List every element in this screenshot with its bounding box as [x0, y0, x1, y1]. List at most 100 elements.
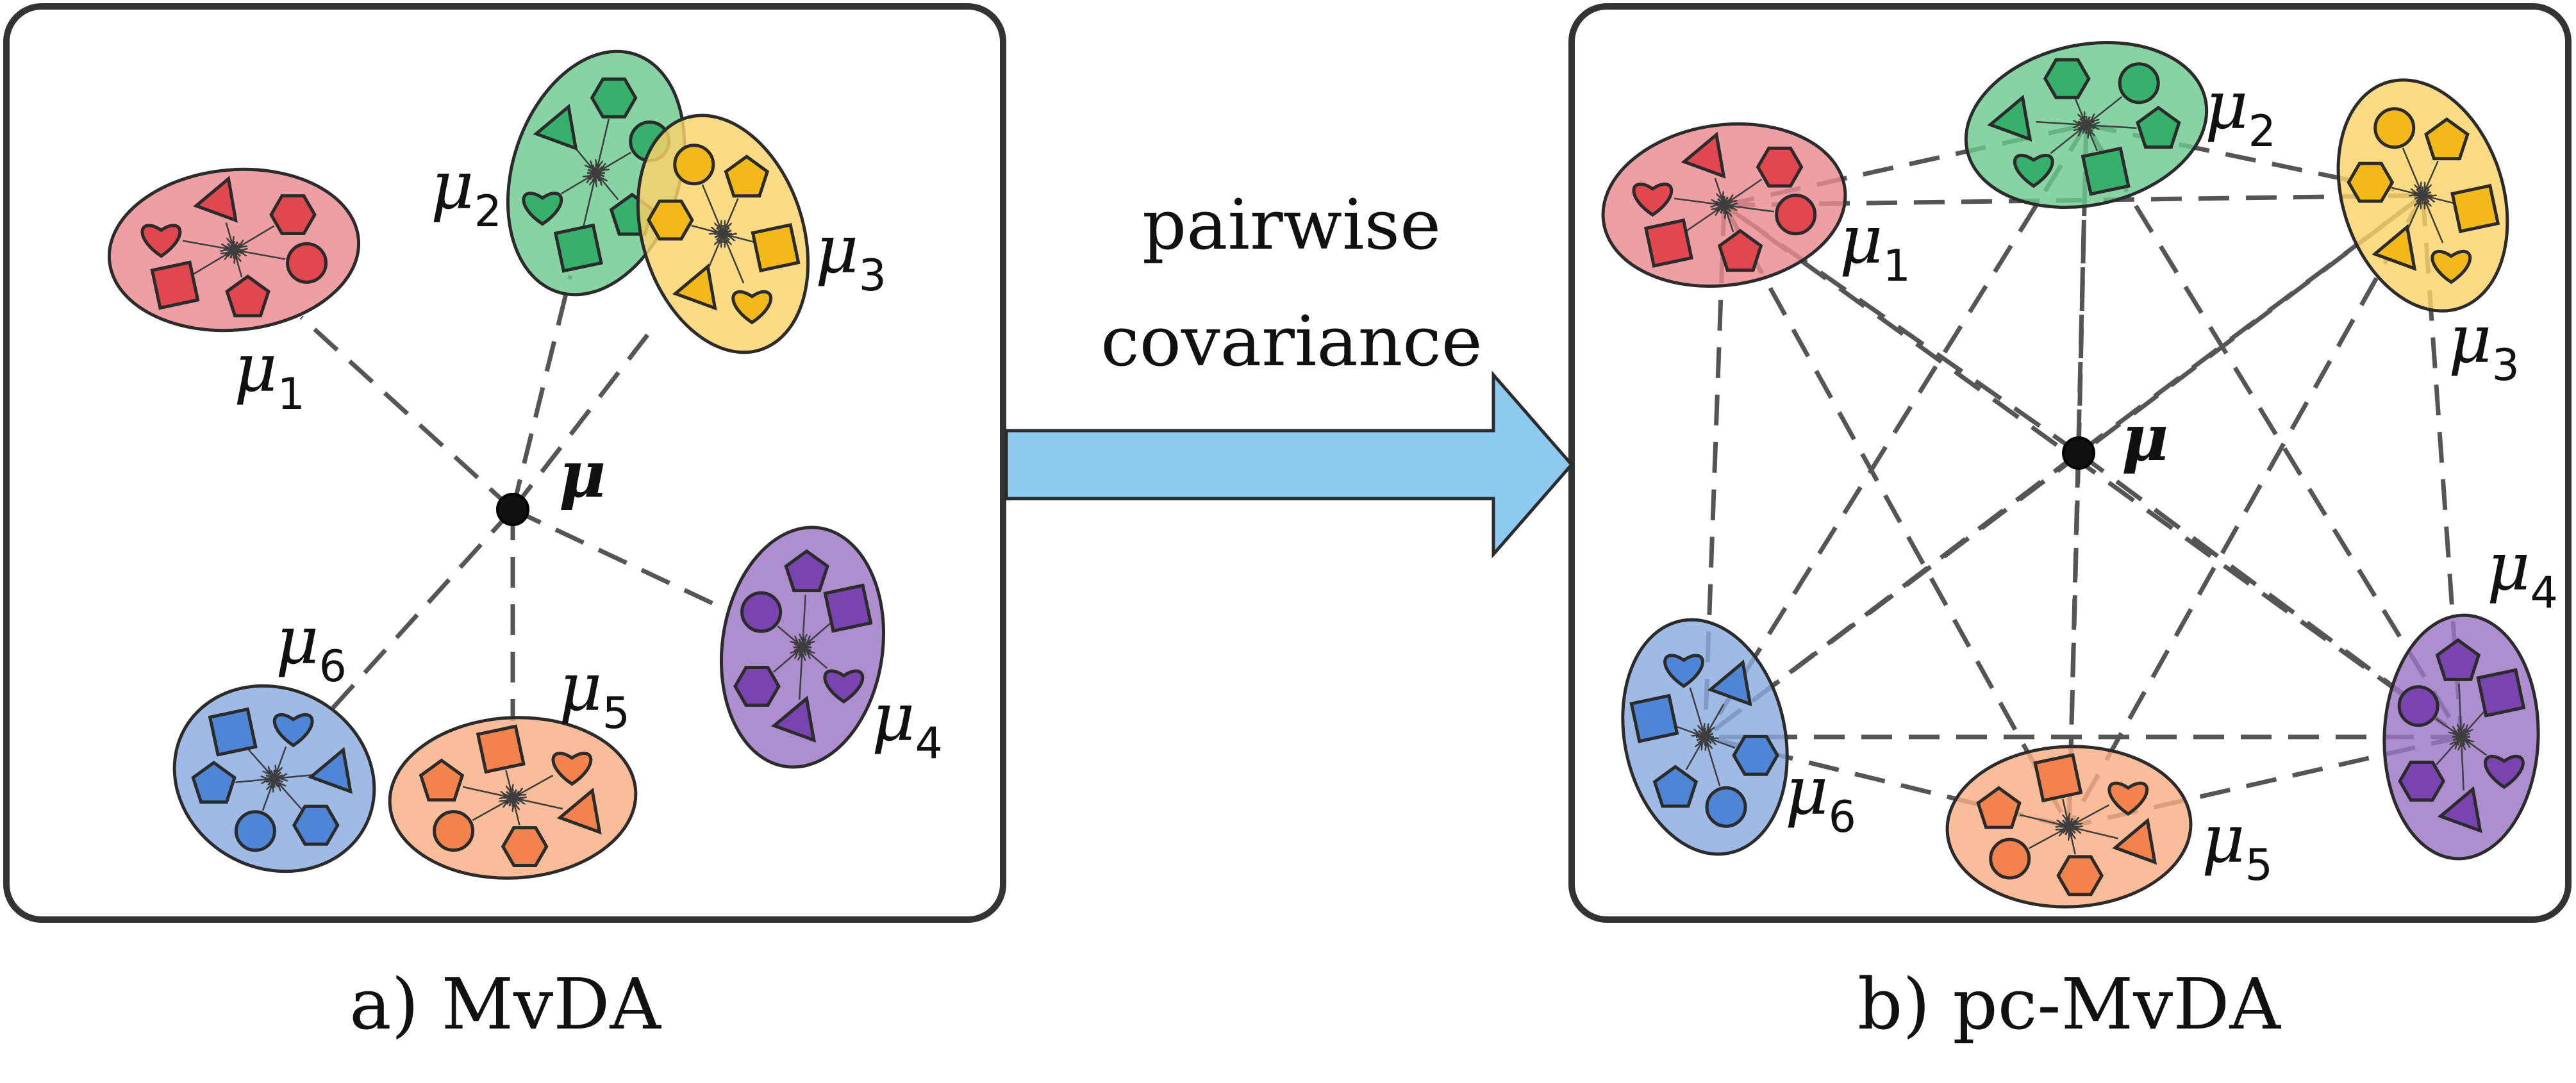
- sample-to-mean-arrow: [182, 240, 228, 249]
- square-sample: [823, 583, 873, 633]
- pentagon-sample: [1652, 765, 1699, 808]
- sample-to-mean-arrow: [2050, 129, 2081, 154]
- sample-to-mean-arrow: [519, 774, 554, 795]
- triangle-sample: [672, 263, 717, 311]
- sample-to-mean-arrow: [235, 779, 268, 782]
- sample-to-mean-arrow: [2074, 98, 2084, 119]
- panel-a-mu-label-3: μ3: [815, 210, 886, 301]
- hexagon-sample: [501, 826, 549, 867]
- circle-sample: [1705, 786, 1747, 828]
- square-sample: [2476, 668, 2526, 718]
- sample-to-mean-arrow: [707, 240, 721, 270]
- sample-to-mean-arrow: [2093, 126, 2137, 128]
- panel-b-caption: b) pc-MvDA: [1857, 963, 2281, 1045]
- triangle-sample: [308, 747, 353, 794]
- sample-to-mean-arrow: [2091, 95, 2123, 121]
- sample-to-mean-arrow: [281, 775, 313, 778]
- heart-sample: [551, 751, 593, 786]
- sample-to-mean-arrow: [2062, 798, 2068, 820]
- sample-to-mean-arrow: [2089, 131, 2098, 152]
- hexagon-sample: [269, 194, 317, 235]
- sample-to-mean-arrow: [808, 652, 828, 669]
- pentagon-sample: [724, 154, 770, 198]
- circle-sample: [740, 591, 783, 633]
- local-mean-mark: [225, 245, 243, 254]
- sample-to-mean-arrow: [519, 799, 563, 810]
- pentagon-sample: [225, 274, 270, 318]
- arrow-label-line1: pairwise: [1142, 185, 1441, 265]
- panel-a-mu-subscript-2: 2: [474, 186, 502, 237]
- hexagon-sample: [733, 666, 781, 707]
- heart-sample: [2013, 153, 2054, 188]
- transform-arrow: [1004, 370, 1574, 559]
- heart-sample: [140, 224, 182, 258]
- sample-to-mean-arrow: [2391, 186, 2416, 194]
- pentagon-sample: [191, 761, 237, 804]
- square-sample: [208, 707, 258, 757]
- panel-b-cluster-6: μ6: [1621, 618, 1856, 856]
- heart-sample: [823, 669, 865, 704]
- sample-to-mean-arrow: [2461, 743, 2463, 791]
- pentagon-sample: [1717, 229, 1763, 272]
- panel-b-mu-subscript-2: 2: [2248, 106, 2276, 157]
- circle-sample: [234, 810, 276, 852]
- panel-b-cluster-3: μ3: [2336, 78, 2520, 391]
- sample-to-mean-arrow: [803, 595, 806, 641]
- triangle-sample: [1987, 94, 2032, 142]
- hexagon-sample: [292, 804, 340, 846]
- local-mean-mark: [2452, 732, 2470, 741]
- sample-to-mean-arrow: [262, 784, 272, 811]
- square-sample: [751, 223, 801, 273]
- sample-to-mean-arrow: [2036, 122, 2081, 124]
- triangle-sample: [2372, 224, 2417, 271]
- heart-sample: [2484, 754, 2525, 790]
- sample-to-mean-arrow: [1708, 704, 1725, 731]
- sample-to-mean-arrow: [2407, 201, 2420, 231]
- panel-a-center-label: μ: [559, 436, 606, 512]
- local-mean-mark: [2060, 822, 2078, 831]
- panel-b-mu-subscript-6: 6: [1829, 792, 1856, 843]
- circle-sample: [2118, 62, 2160, 104]
- triangle-sample: [2112, 818, 2157, 865]
- panel-b-cluster-1: μ1: [1601, 122, 1911, 292]
- sample-to-mean-arrow: [701, 184, 720, 228]
- sample-to-mean-arrow: [1685, 743, 1702, 770]
- triangle-sample: [533, 103, 578, 151]
- sample-to-mean-arrow: [2459, 683, 2461, 731]
- panel-a-cluster-6: μ6: [172, 601, 376, 873]
- sample-to-mean-arrow: [1674, 197, 1718, 204]
- heart-sample: [522, 192, 563, 226]
- triangle-sample: [1707, 659, 1752, 707]
- hexagon-sample: [2043, 58, 2091, 99]
- sample-to-mean-arrow: [193, 253, 228, 275]
- local-mean-mark: [2414, 191, 2432, 200]
- sample-to-mean-arrow: [2425, 201, 2444, 244]
- sample-to-mean-arrow: [799, 654, 802, 700]
- panel-b-cluster-4: μ4: [2382, 527, 2558, 861]
- triangle-sample: [2437, 786, 2482, 834]
- sample-to-mean-arrow: [602, 151, 632, 170]
- pairwise-link-dashed: [1722, 204, 2072, 828]
- circle-sample: [1775, 194, 1817, 236]
- sample-to-mean-arrow: [1731, 206, 1775, 213]
- circle-sample: [673, 144, 715, 186]
- sample-to-mean-arrow: [1686, 209, 1719, 232]
- sample-to-mean-arrow: [225, 222, 232, 244]
- sample-to-mean-arrow: [505, 770, 511, 791]
- sample-to-mean-arrow: [726, 198, 739, 228]
- local-mean-mark: [265, 774, 283, 783]
- heart-sample: [2431, 249, 2472, 285]
- local-mean-mark: [794, 643, 811, 652]
- sample-to-mean-arrow: [729, 236, 755, 244]
- sample-to-mean-arrow: [246, 747, 270, 774]
- panel-b-mu-label-2: μ2: [2205, 66, 2276, 157]
- panel-a-caption: a) MvDA: [349, 963, 661, 1045]
- sample-to-mean-arrow: [777, 625, 798, 643]
- sample-to-mean-arrow: [1714, 178, 1722, 199]
- panel-a-center-point: [496, 493, 529, 526]
- sample-to-mean-arrow: [560, 176, 591, 195]
- sample-to-mean-arrow: [1711, 739, 1736, 749]
- sample-to-mean-arrow: [472, 801, 507, 822]
